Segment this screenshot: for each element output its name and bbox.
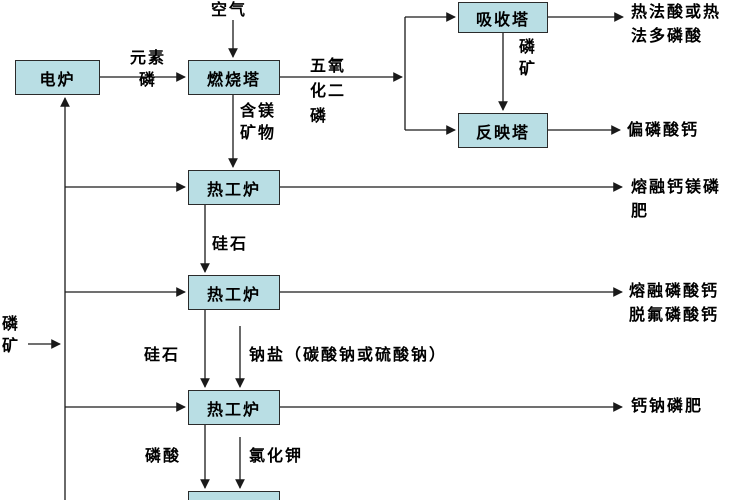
label-potassium-chloride: 氯化钾 <box>249 448 304 465</box>
node-reaction-tower: 反映塔 <box>458 113 548 148</box>
label-phosphorus-pentoxide: 五氧 化二 磷 <box>310 58 347 125</box>
node-absorption-tower: 吸收塔 <box>458 2 548 33</box>
label-output-thermal-acid: 热法酸或热 法多磷酸 <box>631 4 722 45</box>
node-bottom-partial <box>188 491 280 500</box>
label-sodium-salt: 钠盐（碳酸钠或硫酸钠） <box>249 347 448 364</box>
node-thermal-furnace-3: 热工炉 <box>188 390 280 425</box>
label-elemental-phosphorus: 元素 磷 <box>129 50 166 89</box>
label-phosphoric-acid: 磷酸 <box>145 448 182 465</box>
label-output-fused-ca-phosphate: 熔融磷酸钙 脱氟磷酸钙 <box>629 283 720 324</box>
label-silica-2: 硅石 <box>144 347 181 364</box>
label-phosphate-ore-left: 磷 矿 <box>2 316 21 355</box>
label-output-calcium-metaphosphate: 偏磷酸钙 <box>627 122 700 139</box>
label-air: 空气 <box>211 2 248 19</box>
node-electric-furnace: 电炉 <box>15 60 100 95</box>
label-output-fused-ca-mg-phosphate: 熔融钙镁磷 肥 <box>631 179 722 220</box>
node-combustion-tower: 燃烧塔 <box>188 60 280 95</box>
node-thermal-furnace-2: 热工炉 <box>188 275 280 310</box>
label-magnesium-minerals: 含镁 矿物 <box>240 103 277 142</box>
label-silica-1: 硅石 <box>212 236 249 253</box>
node-thermal-furnace-1: 热工炉 <box>188 170 280 205</box>
label-output-ca-na-phosphate: 钙钠磷肥 <box>631 398 704 415</box>
label-phosphate-ore-mid: 磷 矿 <box>519 39 538 78</box>
